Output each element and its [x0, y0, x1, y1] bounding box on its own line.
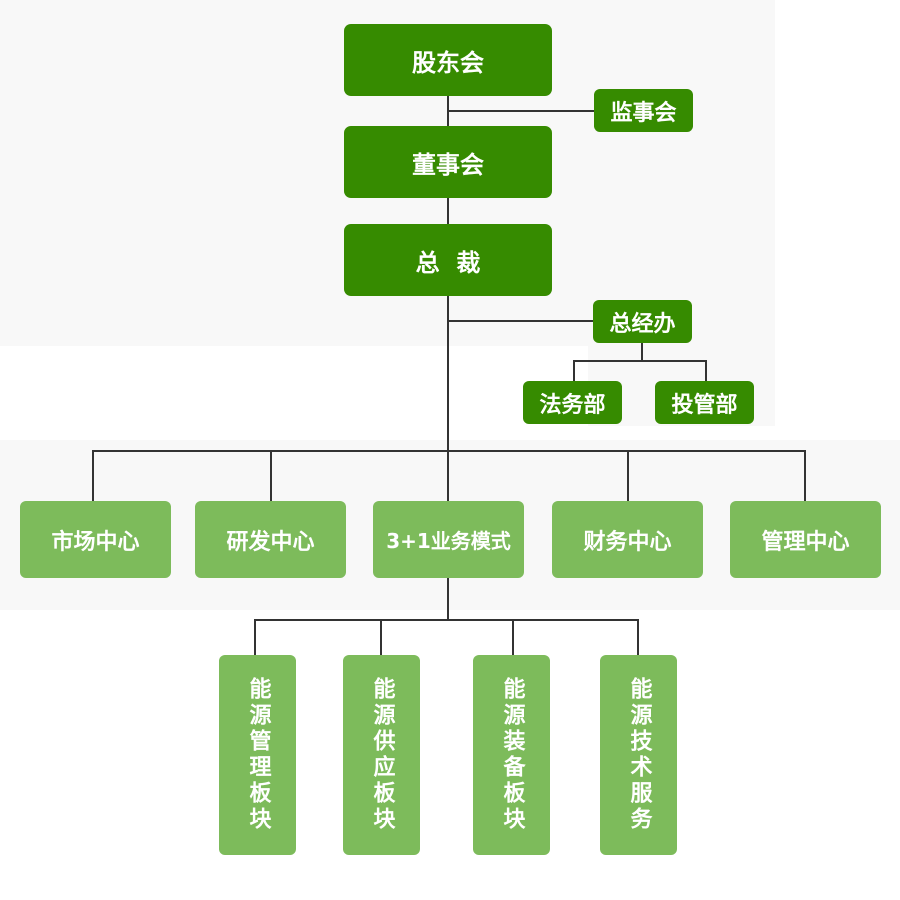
- node-block-energy-tech-service: 能源技术服务: [600, 655, 677, 855]
- node-block-energy-equipment-label: 能源装备板块: [499, 677, 525, 833]
- node-legal-dept: 法务部: [523, 381, 622, 424]
- connector-supervisory: [448, 110, 596, 112]
- node-shareholders: 股东会: [344, 24, 552, 96]
- connector-dept-bar: [573, 360, 707, 362]
- node-block-energy-supply-label: 能源供应板块: [369, 677, 395, 833]
- node-center-business-model: 3+1业务模式: [373, 501, 524, 578]
- node-block-energy-management-label: 能源管理板块: [245, 677, 271, 833]
- connector-board-president: [447, 196, 449, 226]
- connector-block-4: [637, 619, 639, 657]
- node-center-market: 市场中心: [20, 501, 171, 578]
- node-president: 总 裁: [344, 224, 552, 296]
- node-center-rnd: 研发中心: [195, 501, 346, 578]
- connector-block-3: [512, 619, 514, 657]
- node-gm-office: 总经办: [593, 300, 692, 343]
- connector-center-2: [270, 450, 272, 502]
- connector-gm-office: [448, 320, 594, 322]
- node-investment-dept: 投管部: [655, 381, 754, 424]
- connector-legal-dept: [573, 360, 575, 382]
- connector-main-vertical: [447, 95, 449, 130]
- node-block-energy-supply: 能源供应板块: [343, 655, 420, 855]
- connector-gm-office-down: [641, 342, 643, 362]
- connector-blocks-bar: [254, 619, 639, 621]
- node-supervisory-board: 监事会: [594, 89, 693, 132]
- connector-president-centers: [447, 295, 449, 502]
- connector-business-down: [447, 576, 449, 620]
- node-board: 董事会: [344, 126, 552, 198]
- connector-block-2: [380, 619, 382, 657]
- connector-center-4: [627, 450, 629, 502]
- node-center-management: 管理中心: [730, 501, 881, 578]
- node-block-energy-tech-service-label: 能源技术服务: [626, 677, 652, 833]
- connector-centers-bar: [92, 450, 806, 452]
- connector-center-5: [804, 450, 806, 502]
- node-block-energy-equipment: 能源装备板块: [473, 655, 550, 855]
- node-block-energy-management: 能源管理板块: [219, 655, 296, 855]
- connector-center-1: [92, 450, 94, 502]
- node-center-finance: 财务中心: [552, 501, 703, 578]
- connector-investment-dept: [705, 360, 707, 382]
- connector-block-1: [254, 619, 256, 657]
